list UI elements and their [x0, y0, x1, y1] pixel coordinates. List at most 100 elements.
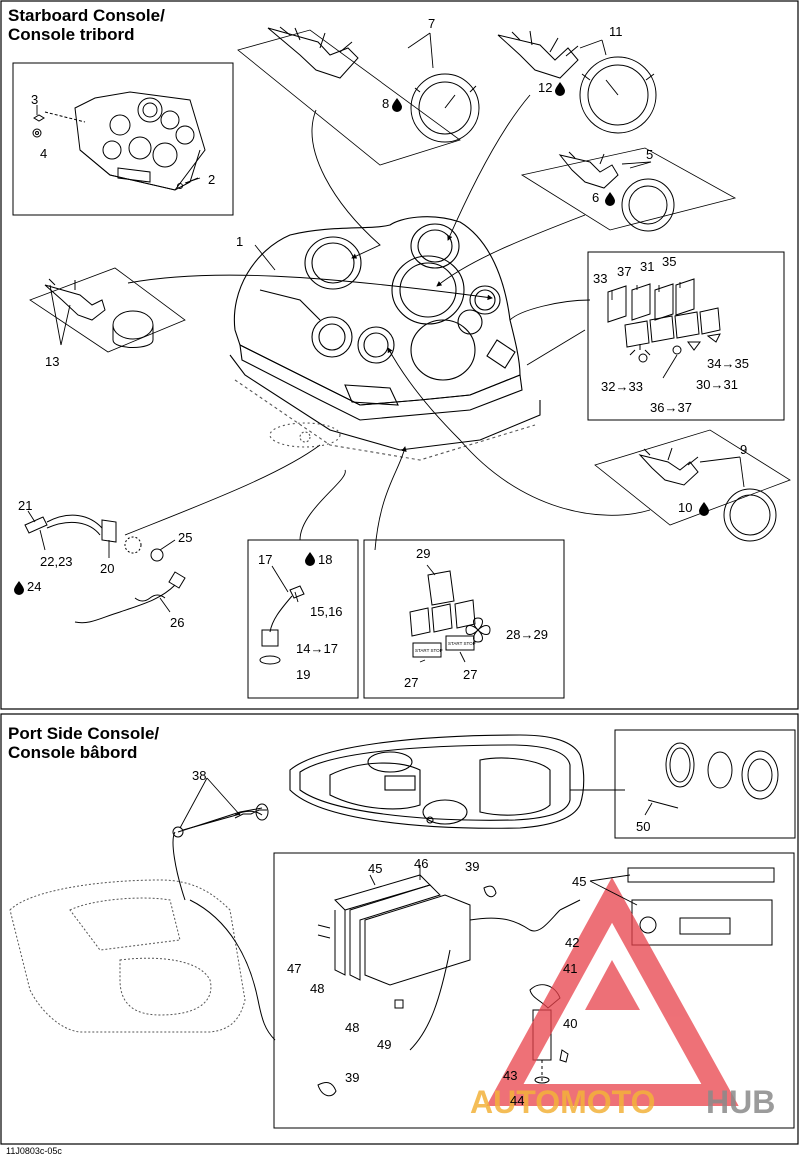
starboard-section-frame [0, 0, 799, 710]
callout-14-17: 14→17 [296, 641, 338, 656]
callout-35: 35 [662, 254, 676, 269]
drop-icon [605, 192, 615, 206]
radio-box [273, 852, 795, 1129]
callout-3: 3 [31, 92, 38, 107]
callout-46: 46 [414, 856, 428, 871]
leader-lines-top [124, 94, 651, 551]
port-title-line1: Port Side Console/ [8, 724, 160, 743]
watermark-text-b: HUB [706, 1084, 775, 1120]
console-overview-drawing [32, 91, 206, 191]
callout-48-b: 48 [345, 1020, 359, 1035]
callout-20: 20 [100, 561, 114, 576]
callout-6: 6 [592, 190, 599, 205]
callout-47: 47 [287, 961, 301, 976]
callout-45-a: 45 [368, 861, 382, 876]
callout-28-29: 28→29 [506, 627, 548, 642]
callout-30-31: 30→31 [696, 377, 738, 392]
callout-36-37: 36→37 [650, 400, 692, 415]
callout-17: 17 [258, 552, 272, 567]
speaker-drawing [647, 742, 779, 809]
callout-38: 38 [192, 768, 206, 783]
callout-27-a: 27 [404, 675, 418, 690]
callout-32-33: 32→33 [601, 379, 643, 394]
callout-45-b: 45 [572, 874, 586, 889]
port-console-wiring [172, 807, 276, 1041]
callout-2: 2 [208, 172, 215, 187]
stamp-start-stop-1: START STOP [415, 648, 443, 653]
callout-18: 18 [318, 552, 332, 567]
part-38-drawing [172, 803, 269, 838]
stamp-start-stop-2: START STOP [448, 641, 476, 646]
callout-39-a: 39 [465, 859, 479, 874]
callout-11: 11 [609, 24, 623, 39]
part-14-19-drawing [259, 585, 305, 665]
callout-7: 7 [428, 16, 435, 31]
callout-lines [27, 32, 745, 906]
port-section-frame [0, 713, 799, 1145]
callout-27-b: 27 [463, 667, 477, 682]
part-27-29-drawing [409, 570, 491, 658]
starboard-title-line2: Console tribord [8, 25, 135, 44]
gauge-11-drawing [497, 30, 657, 134]
callout-26: 26 [170, 615, 184, 630]
drop-icon [555, 82, 565, 96]
gauge-5-drawing [520, 147, 737, 232]
callout-31: 31 [640, 259, 654, 274]
watermark-logo [486, 877, 739, 1106]
starboard-title-line1: Starboard Console/ [8, 6, 165, 25]
switch-panel-box [587, 251, 785, 421]
speaker-box [614, 729, 796, 839]
watermark-text-a: AUTOMOTO [470, 1084, 655, 1120]
console-overview-inset [12, 62, 234, 216]
callout-10: 10 [678, 500, 692, 515]
switches-drawing [607, 278, 721, 363]
callout-19: 19 [296, 667, 310, 682]
callout-43: 43 [503, 1068, 517, 1083]
callout-labels-port: 38 39 39 40 41 42 43 44 45 45 46 47 48 4… [192, 768, 650, 1108]
drop-icon [305, 552, 315, 566]
callout-49: 49 [377, 1037, 391, 1052]
boat-topview-drawing [289, 734, 625, 829]
callout-41: 41 [563, 961, 577, 976]
callout-4: 4 [40, 146, 47, 161]
gauge-7-drawing [237, 26, 480, 166]
callout-labels-starboard: 1 2 3 4 5 6 7 8 9 10 11 12 13 14→17 15,1… [18, 16, 749, 690]
starboard-title: Starboard Console/ Console tribord [8, 6, 165, 44]
callout-5: 5 [646, 147, 653, 162]
callout-50: 50 [636, 819, 650, 834]
drop-icon [392, 98, 402, 112]
callout-39-b: 39 [345, 1070, 359, 1085]
callout-42: 42 [565, 935, 579, 950]
drop-icon [14, 581, 24, 595]
callout-37: 37 [617, 264, 631, 279]
callout-40: 40 [563, 1016, 577, 1031]
callout-48-a: 48 [310, 981, 324, 996]
callout-24: 24 [27, 579, 41, 594]
lanyard-drawing [24, 514, 186, 624]
callout-33: 33 [593, 271, 607, 286]
callout-22-23: 22,23 [40, 554, 73, 569]
gauge-9-drawing [594, 429, 791, 542]
callout-25: 25 [178, 530, 192, 545]
callout-15-16: 15,16 [310, 604, 343, 619]
callout-12: 12 [538, 80, 552, 95]
drop-icon [699, 502, 709, 516]
port-title: Port Side Console/ Console bâbord [8, 724, 159, 762]
figure-code: 11J0803c-05c [6, 1146, 62, 1156]
callout-13: 13 [45, 354, 59, 369]
callout-1: 1 [236, 234, 243, 249]
callout-21: 21 [18, 498, 32, 513]
part-27-29-box [363, 539, 565, 699]
callout-9: 9 [740, 442, 747, 457]
port-console-drawing [9, 879, 246, 1033]
callout-34-35: 34→35 [707, 356, 749, 371]
drop-icons [14, 82, 709, 595]
gauge-13-drawing [29, 267, 186, 353]
callout-29: 29 [416, 546, 430, 561]
console-1-drawing [229, 216, 541, 461]
callout-8: 8 [382, 96, 389, 111]
callout-44: 44 [510, 1093, 524, 1108]
part-14-19-box [247, 539, 359, 699]
